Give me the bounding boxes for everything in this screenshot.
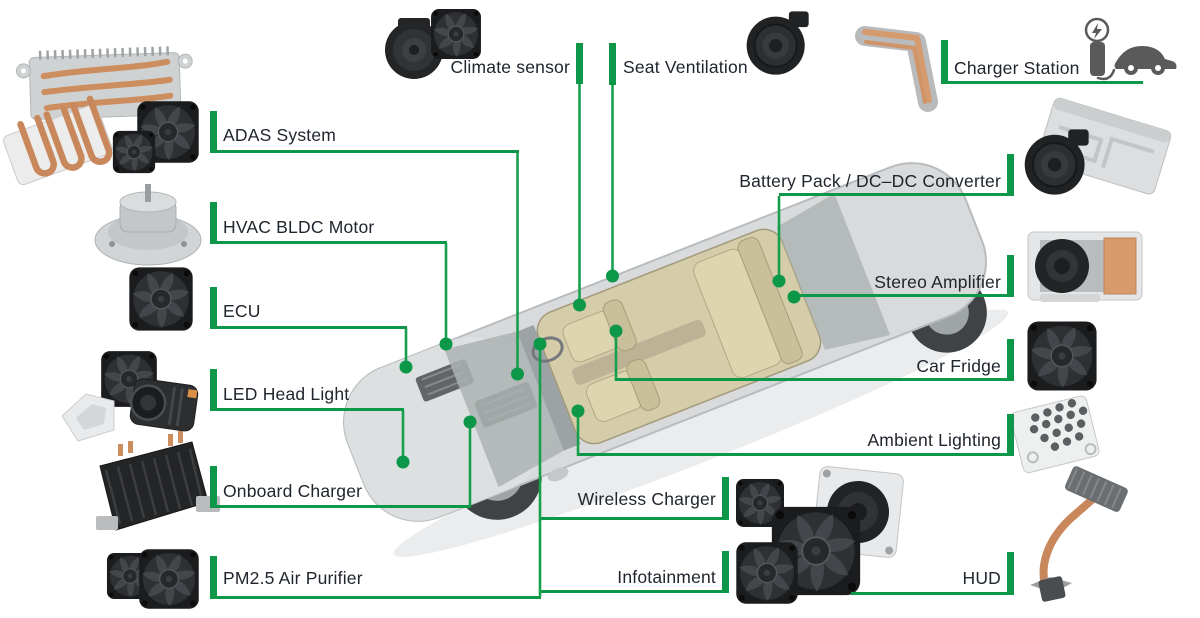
callout-tick — [1007, 154, 1014, 196]
side-mirror — [547, 467, 569, 482]
callout-underline — [616, 378, 1014, 381]
callout-tick — [1007, 339, 1014, 381]
pin-fin-plate-icon — [1010, 395, 1100, 474]
callout-tick — [210, 202, 217, 244]
callout-tick — [210, 556, 217, 599]
location-dot — [772, 274, 786, 288]
led-headlight-group — [61, 350, 199, 442]
axial-fan-icon — [430, 8, 482, 60]
location-dot — [511, 367, 524, 381]
front-seats — [562, 299, 661, 422]
location-dot — [439, 337, 453, 351]
connector-layer — [401, 84, 781, 597]
callout-tick — [609, 43, 616, 85]
callout-label: HUD — [962, 568, 1001, 588]
callout-tick — [576, 43, 583, 84]
callout-label: Stereo Amplifier — [874, 272, 1001, 292]
location-dot — [396, 455, 410, 469]
location-dot — [571, 404, 585, 418]
rear-seat — [693, 237, 803, 379]
location-dots — [396, 269, 801, 469]
axial-fan-icon — [112, 130, 156, 174]
location-dot — [787, 290, 801, 304]
callout-underline — [578, 453, 1014, 456]
callout-label: ECU — [223, 301, 261, 321]
car-shadow — [393, 309, 1009, 557]
rear-window — [776, 193, 891, 350]
blower-fan-icon — [385, 18, 443, 79]
callout-tick — [722, 477, 729, 520]
callout-label: Climate sensor — [450, 57, 570, 77]
callout-tick — [210, 369, 217, 411]
callout-underline — [210, 596, 541, 599]
callout-tick — [1007, 552, 1014, 595]
callout-label: Wireless Charger — [577, 489, 716, 509]
ev-charging-station-icon — [1084, 17, 1177, 81]
callout-tick — [210, 111, 217, 153]
callout-label: HVAC BLDC Motor — [223, 217, 375, 237]
callout-tick — [210, 466, 217, 508]
onboard-charger-heatsink-icon — [96, 431, 220, 531]
callout-label: Charger Station — [954, 58, 1080, 78]
callout-tick — [722, 551, 729, 593]
callout-tick — [1007, 255, 1014, 297]
callout-label: Infotainment — [617, 567, 716, 587]
location-dot — [609, 324, 623, 338]
callout-underline — [210, 150, 519, 153]
callout-label: Ambient Lighting — [867, 430, 1001, 450]
callout-underline — [541, 590, 729, 593]
callout-underline — [210, 408, 404, 411]
callout-tick — [210, 287, 217, 329]
car-illustration — [343, 162, 1009, 557]
callout-underline — [941, 81, 1143, 84]
callout-label: Seat Ventilation — [623, 57, 748, 77]
location-dot — [399, 360, 413, 374]
hvac-motor-icon — [94, 184, 202, 266]
callout-label: ADAS System — [223, 125, 337, 145]
axial-fan-icon — [128, 266, 194, 332]
busbar-icon — [855, 26, 938, 112]
callout-underline — [541, 517, 729, 520]
hud-heatpipe-icon — [1030, 466, 1128, 602]
stereo-amplifier-module-icon — [1027, 231, 1143, 302]
blower-fan-icon — [1023, 128, 1090, 196]
callout-underline — [779, 193, 1014, 196]
callout-tick — [941, 40, 948, 84]
callout-label: Onboard Charger — [223, 481, 363, 501]
callout-underline — [794, 294, 1014, 297]
location-dot — [606, 269, 619, 283]
callout-label: LED Head Light — [223, 384, 350, 404]
led-headlight-module-icon — [129, 378, 199, 432]
callout-underline — [210, 326, 407, 329]
axial-fan-icon — [1026, 320, 1098, 392]
callout-label: Car Fridge — [916, 356, 1001, 376]
location-dot — [463, 415, 477, 429]
callout-underline — [851, 592, 1014, 595]
callout-underline — [210, 505, 471, 508]
windshield — [444, 331, 564, 488]
location-dot — [533, 337, 547, 351]
axial-fan-icon — [138, 548, 200, 610]
callout-tick — [1007, 414, 1014, 456]
heatpipe-cold-plate-icon — [3, 95, 113, 186]
location-dot — [573, 298, 586, 312]
blower-fan-icon — [745, 10, 810, 76]
callout-label: PM2.5 Air Purifier — [223, 568, 363, 588]
callout-label: Battery Pack / DC–DC Converter — [739, 171, 1001, 191]
axial-fan-icon — [735, 541, 799, 605]
callout-underline — [210, 241, 447, 244]
